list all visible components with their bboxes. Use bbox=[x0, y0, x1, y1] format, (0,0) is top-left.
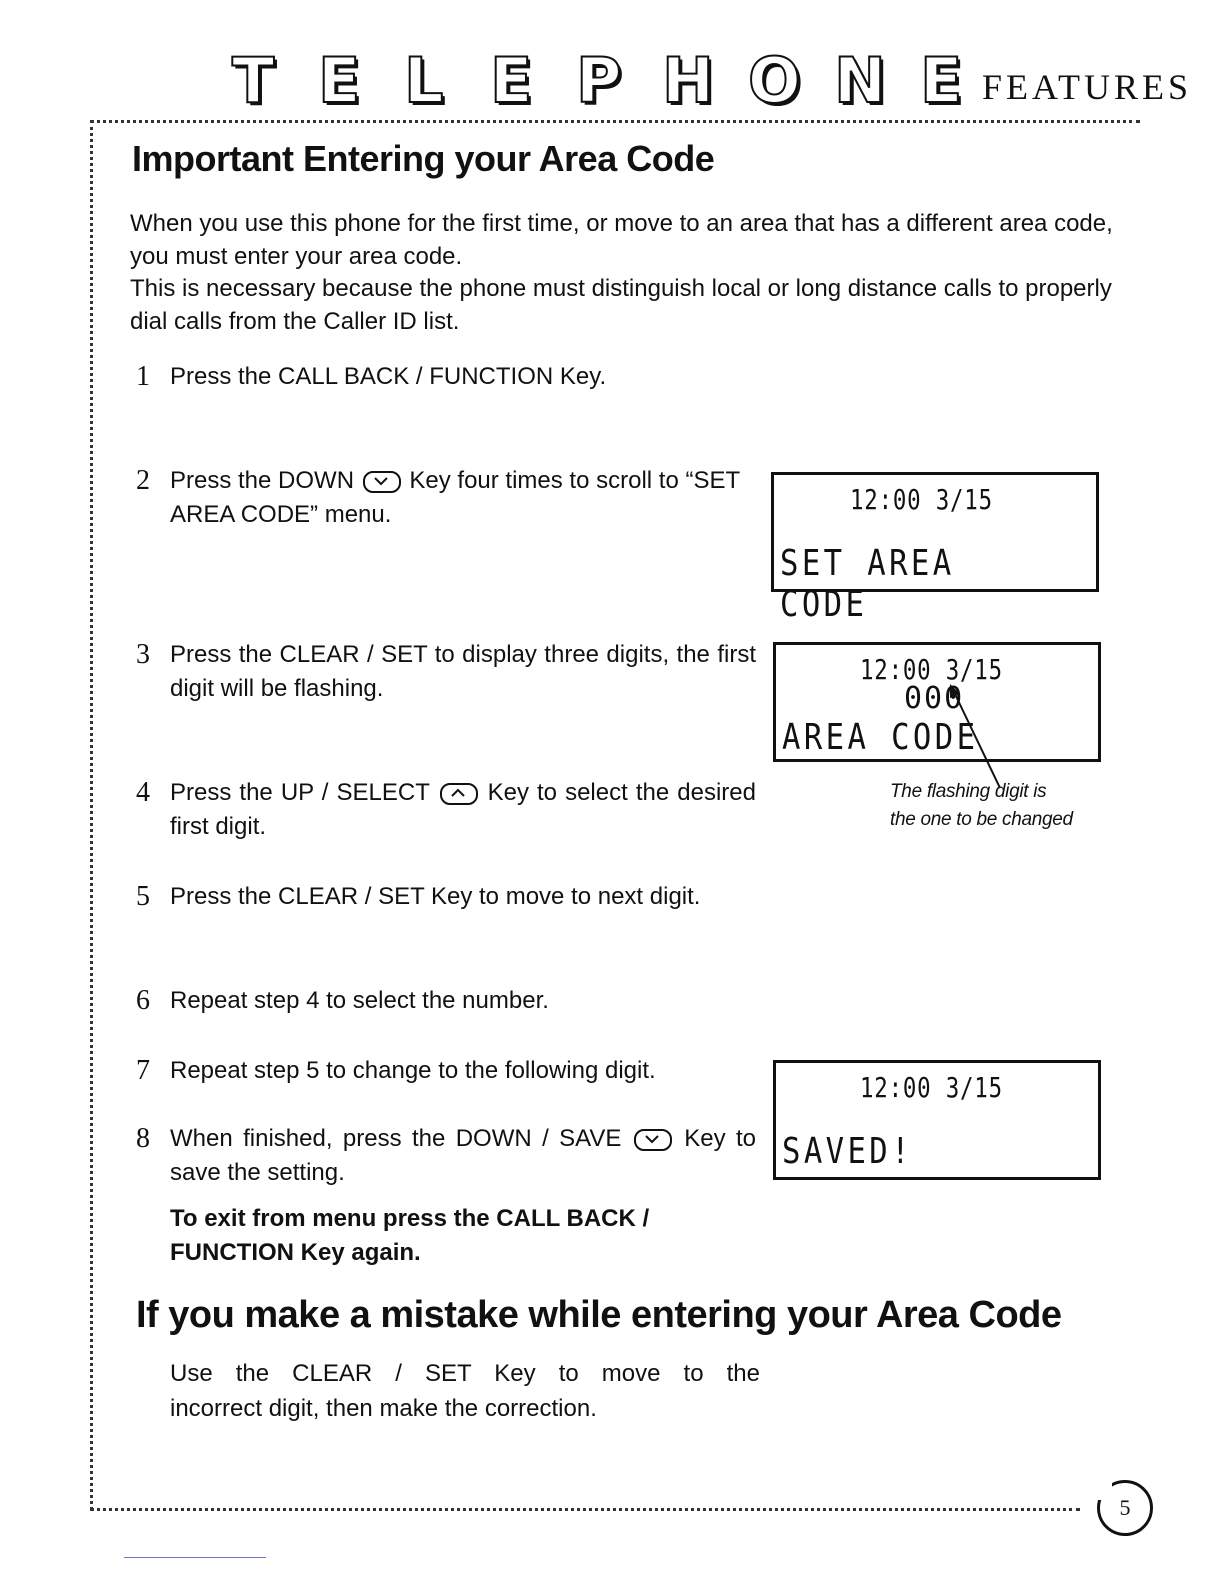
step-number: 8 bbox=[136, 1123, 150, 1154]
page-title: Important Entering your Area Code bbox=[132, 138, 715, 179]
header-features: FEATURES bbox=[982, 67, 1193, 107]
header-letter: E bbox=[317, 44, 361, 117]
lcd-message: AREA CODE bbox=[782, 717, 979, 758]
caption-line: The flashing digit is bbox=[890, 781, 1047, 802]
step-text: Press the CLEAR / SET to display three d… bbox=[170, 641, 756, 702]
step-number: 5 bbox=[136, 881, 150, 912]
lcd-display-saved: 12:00 3/15 SAVED! bbox=[773, 1060, 1101, 1180]
mistake-line: Use the CLEAR / SET Key to move to the bbox=[170, 1360, 760, 1387]
caption-line: the one to be changed bbox=[890, 809, 1073, 830]
dotted-border-top bbox=[90, 120, 1140, 123]
step-7: 7 Repeat step 5 to change to the followi… bbox=[136, 1054, 756, 1088]
header-letter: E bbox=[489, 44, 533, 117]
step-text-after: Key to select the desired first digit. bbox=[170, 779, 756, 840]
step-text: When finished, press the DOWN / SAVE Key… bbox=[170, 1122, 756, 1190]
bottom-link-line bbox=[124, 1557, 266, 1558]
flashing-digit-caption: The flashing digit is the one to be chan… bbox=[890, 778, 1110, 834]
dotted-border-left bbox=[90, 120, 93, 1510]
page-number: 5 bbox=[1097, 1480, 1153, 1536]
step-text: Press the UP / SELECT Key to select the … bbox=[170, 776, 756, 844]
header-letter: H bbox=[661, 44, 715, 117]
header-letter: E bbox=[919, 44, 963, 117]
step-text: Repeat step 5 to change to the following… bbox=[170, 1057, 656, 1084]
page-number-gap bbox=[1094, 1480, 1112, 1500]
lcd-display-area-code: 12:00 3/15 000 AREA CODE bbox=[773, 642, 1101, 762]
lcd-message: SET AREA CODE bbox=[780, 543, 955, 625]
step-text-after: Key to save the setting. bbox=[170, 1125, 757, 1186]
header-letter: O bbox=[747, 44, 802, 117]
header-letter: N bbox=[833, 44, 887, 117]
lcd-time: 12:00 3/15 bbox=[850, 483, 993, 516]
step-text-before: Press the DOWN bbox=[170, 467, 355, 494]
step-6: 6 Repeat step 4 to select the number. bbox=[136, 984, 756, 1018]
header-letter: P bbox=[575, 44, 622, 117]
mistake-line: incorrect digit, then make the correctio… bbox=[170, 1395, 597, 1422]
header-letter: L bbox=[403, 44, 445, 117]
up-key-icon bbox=[439, 782, 478, 805]
step-number: 4 bbox=[136, 777, 150, 808]
step-8: 8 When finished, press the DOWN / SAVE K… bbox=[136, 1122, 756, 1190]
step-number: 3 bbox=[136, 639, 150, 670]
step-number: 6 bbox=[136, 985, 150, 1016]
step-text: Press the DOWN Key four times to scroll … bbox=[170, 464, 756, 532]
lcd-message: SAVED! bbox=[782, 1131, 913, 1172]
lcd-display-set-area-code: 12:00 3/15 SET AREA CODE bbox=[771, 472, 1099, 625]
header-telephone-features: T E L E P H O N E FEATURES bbox=[231, 44, 1193, 117]
pointer-arrow-icon bbox=[950, 684, 1001, 789]
lcd-time: 12:00 3/15 bbox=[860, 653, 1003, 686]
step-4: 4 Press the UP / SELECT Key to select th… bbox=[136, 776, 756, 844]
step-number: 1 bbox=[136, 361, 150, 392]
down-key-icon bbox=[362, 470, 401, 493]
step-text-after: Key four times to scroll to “SET AREA CO… bbox=[170, 467, 740, 528]
step-text-before: Press the UP / SELECT bbox=[170, 779, 430, 806]
intro-paragraph: This is necessary because the phone must… bbox=[130, 275, 1112, 335]
step-2: 2 Press the DOWN Key four times to scrol… bbox=[136, 464, 756, 532]
mistake-text: Use the CLEAR / SET Key to move to the i… bbox=[170, 1356, 760, 1426]
step-1: 1 Press the CALL BACK / FUNCTION Key. bbox=[136, 360, 756, 394]
step-text-before: When finished, press the DOWN / SAVE bbox=[170, 1125, 622, 1152]
step-number: 2 bbox=[136, 465, 150, 496]
intro-text: When you use this phone for the first ti… bbox=[130, 208, 1130, 338]
step-text: Press the CLEAR / SET Key to move to nex… bbox=[170, 883, 701, 910]
step-number: 7 bbox=[136, 1055, 150, 1086]
step-5: 5 Press the CLEAR / SET Key to move to n… bbox=[136, 880, 756, 914]
step-text: Press the CALL BACK / FUNCTION Key. bbox=[170, 363, 607, 390]
lcd-time: 12:00 3/15 bbox=[860, 1071, 1003, 1104]
step-text: Repeat step 4 to select the number. bbox=[170, 987, 549, 1014]
header-letter: T bbox=[231, 44, 275, 117]
intro-paragraph: When you use this phone for the first ti… bbox=[130, 210, 1113, 270]
dotted-border-bottom bbox=[90, 1508, 1080, 1511]
step-3: 3 Press the CLEAR / SET to display three… bbox=[136, 638, 756, 706]
mistake-section-title: If you make a mistake while entering you… bbox=[136, 1294, 1062, 1336]
exit-note: To exit from menu press the CALL BACK / … bbox=[170, 1205, 650, 1266]
down-key-icon bbox=[633, 1128, 672, 1151]
